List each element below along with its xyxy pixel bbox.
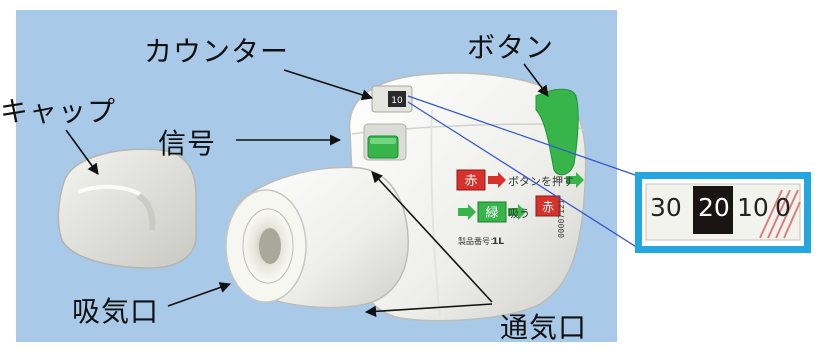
step1-red-label: 赤 bbox=[464, 174, 477, 189]
mouthpiece bbox=[225, 166, 409, 309]
label-inlet: 吸気口 bbox=[72, 295, 160, 328]
serial-number: 00007121 bbox=[557, 199, 566, 238]
step2-green-label: 緑 bbox=[485, 206, 498, 221]
instruction-panel bbox=[456, 169, 584, 223]
arrow-cap bbox=[65, 129, 99, 175]
arrow-vent-bottom bbox=[364, 303, 493, 317]
callout-arrows bbox=[65, 63, 549, 317]
actuator-button bbox=[535, 88, 579, 176]
label-button: ボタン bbox=[467, 31, 555, 64]
step1-text: ボタンを押す bbox=[508, 174, 574, 188]
arrow-inlet bbox=[167, 282, 232, 307]
label-counter: カウンター bbox=[144, 35, 290, 68]
lot-value: 1L bbox=[492, 237, 504, 247]
lot-label: 製品番号： bbox=[458, 236, 498, 246]
arrow-vent-top bbox=[371, 171, 493, 303]
counter-value-10: 10 bbox=[737, 193, 769, 222]
signal-indicator bbox=[363, 123, 407, 161]
label-cap: キャップ bbox=[0, 95, 117, 128]
counter-zoom-box bbox=[635, 172, 811, 253]
counter-value-20: 20 bbox=[698, 193, 730, 222]
label-vent: 通気口 bbox=[500, 311, 588, 344]
zoom-leader-top bbox=[407, 95, 639, 177]
cap bbox=[57, 148, 197, 269]
label-signal: 信号 bbox=[158, 127, 217, 160]
counter-value-0: 0 bbox=[775, 193, 791, 222]
zoom-leader-bottom bbox=[407, 101, 639, 249]
counter-small-value: 10 bbox=[391, 96, 403, 106]
arrow-button bbox=[523, 63, 549, 97]
step2-text: 吸う bbox=[508, 207, 530, 220]
counter-value-30: 30 bbox=[650, 193, 682, 222]
counter-current-highlight bbox=[693, 186, 733, 234]
arrow-counter bbox=[283, 69, 374, 101]
step2-red-label: 赤 bbox=[542, 200, 554, 214]
counter-window bbox=[371, 85, 413, 113]
